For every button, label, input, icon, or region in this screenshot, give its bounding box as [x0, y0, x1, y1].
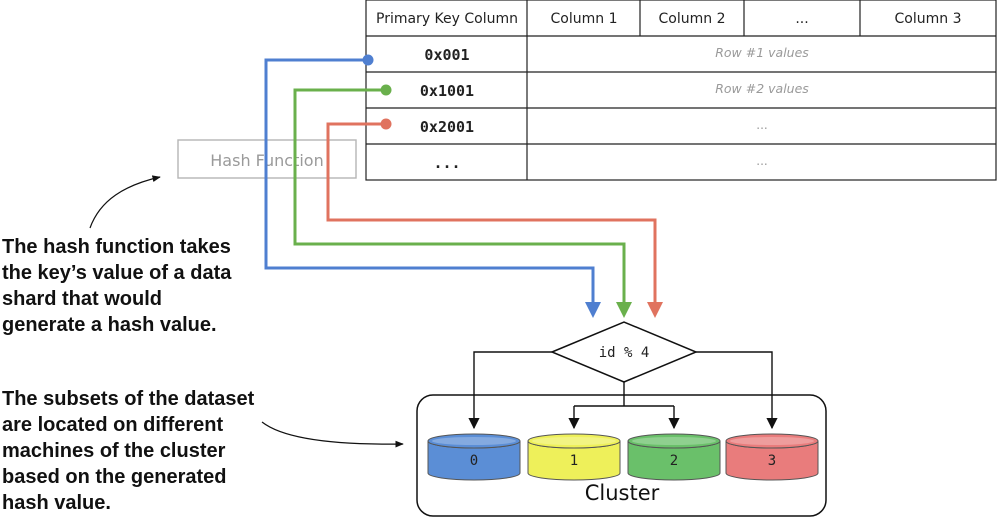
- blue-connector: [264, 54, 601, 318]
- decision-connectors: [468, 351, 778, 430]
- cluster-node-label: 1: [570, 453, 578, 469]
- green-connector: [293, 84, 632, 318]
- cylinder-highlight: [730, 437, 814, 445]
- annotation-hash: The hash function takes the key’s value …: [2, 175, 232, 336]
- header-primary-key: Primary Key Column: [376, 11, 518, 27]
- cylinder-highlight: [432, 437, 516, 445]
- annotation-subsets-line-4: based on the generated: [2, 466, 227, 488]
- annotation-subsets: The subsets of the dataset are located o…: [2, 388, 404, 514]
- connector-to-node-0: [468, 351, 552, 430]
- modulo-decision: id % 4: [550, 321, 698, 383]
- annotation-hash-line-3: shard that would: [2, 288, 162, 310]
- green-arrowhead: [616, 302, 632, 318]
- annotation-subsets-line-1: The subsets of the dataset: [2, 388, 255, 410]
- annotation-subsets-line-2: are located on different: [2, 414, 223, 436]
- row-1-key: 0x001: [424, 46, 469, 64]
- annotation-subsets-line-5: hash value.: [2, 492, 111, 514]
- cluster-node-label: 3: [768, 453, 776, 469]
- row-1-values: Row #1 values: [715, 45, 809, 60]
- annotation-hash-line-2: the key’s value of a data: [2, 262, 232, 284]
- red-connector: [326, 118, 663, 318]
- cylinder-top: [627, 433, 721, 449]
- row-3-key: 0x2001: [420, 118, 474, 136]
- cylinder-top: [427, 433, 521, 449]
- decision-label: id % 4: [599, 345, 650, 361]
- green-path: [293, 88, 626, 304]
- header-column-1: Column 1: [551, 11, 618, 27]
- cluster-node-2: 2: [627, 433, 721, 481]
- annotation-subsets-line-3: machines of the cluster: [2, 440, 226, 462]
- blue-arrowhead: [585, 302, 601, 318]
- cluster-node-3: 3: [725, 433, 819, 481]
- cluster-border: [416, 394, 827, 517]
- cluster-node-0: 0: [427, 433, 521, 481]
- cluster-node-label: 0: [470, 453, 478, 469]
- cylinder-highlight: [532, 437, 616, 445]
- annotation-hash-line-4: generate a hash value.: [2, 314, 217, 336]
- cylinder-highlight: [632, 437, 716, 445]
- cluster-node-1: 1: [527, 433, 621, 481]
- cluster-label: Cluster: [585, 481, 660, 505]
- annotation-subsets-arrow: [261, 421, 404, 448]
- row-2-key: 0x1001: [420, 82, 474, 100]
- cylinder-top: [725, 433, 819, 449]
- cluster-nodes: 0 1 2 3: [427, 433, 819, 481]
- blue-path: [264, 58, 595, 304]
- header-ellipsis: ...: [795, 11, 808, 27]
- cylinder-top: [527, 433, 621, 449]
- table-border: [365, 0, 997, 181]
- connector-to-node-3: [696, 351, 778, 430]
- row-4-values: ...: [756, 154, 767, 168]
- data-table: Primary Key Column Column 1 Column 2 ...…: [365, 0, 997, 181]
- annotation-hash-arrow: [89, 175, 161, 229]
- red-arrowhead: [647, 302, 663, 318]
- row-2-values: Row #2 values: [715, 81, 809, 96]
- header-column-2: Column 2: [659, 11, 726, 27]
- cluster-node-label: 2: [670, 453, 678, 469]
- row-3-values: ...: [756, 118, 767, 132]
- cluster: Cluster: [416, 394, 827, 517]
- annotation-hash-line-1: The hash function takes: [2, 236, 231, 258]
- red-path: [326, 122, 657, 304]
- row-4-key: ...: [433, 154, 460, 172]
- header-column-3: Column 3: [895, 11, 962, 27]
